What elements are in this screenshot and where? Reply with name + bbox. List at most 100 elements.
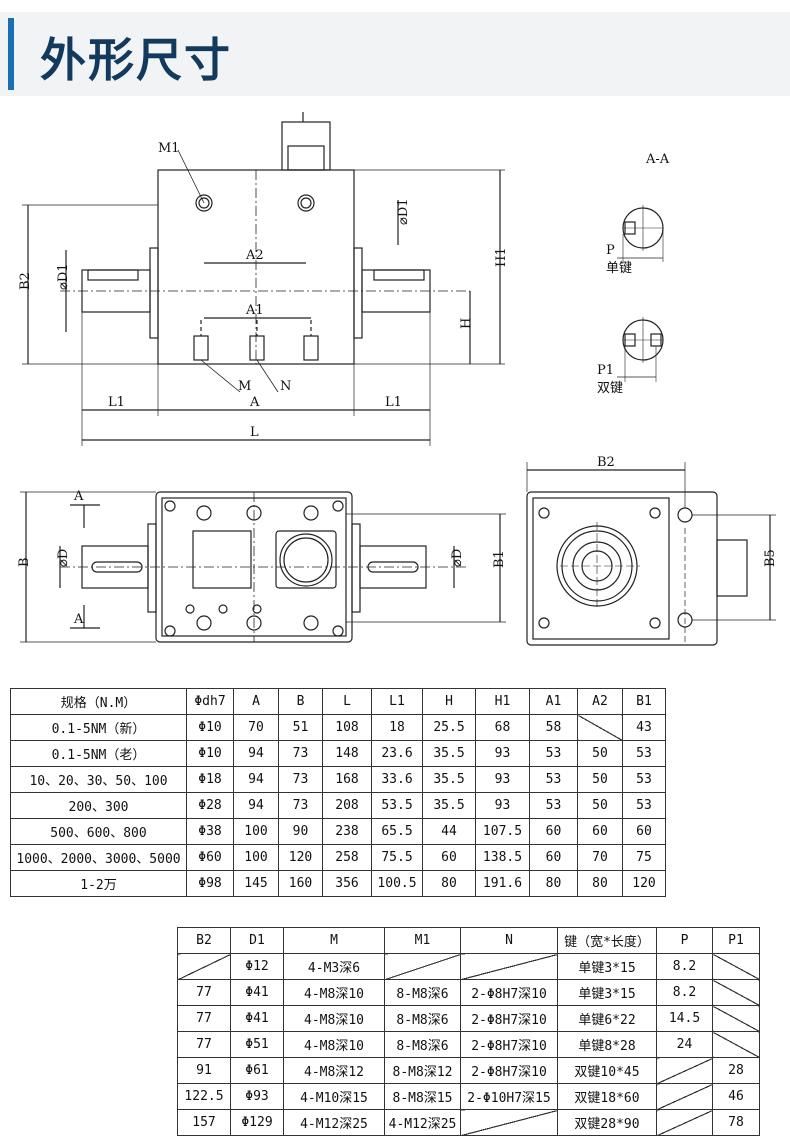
table-cell: Φ93 bbox=[230, 1083, 284, 1110]
table-cell: 4-M12深25 bbox=[283, 1109, 385, 1136]
table-cell: Φ41 bbox=[230, 979, 284, 1006]
table-cell bbox=[656, 1057, 713, 1084]
table-cell: 35.5 bbox=[422, 740, 476, 767]
label-a1: A1 bbox=[245, 303, 264, 318]
table-cell: 35.5 bbox=[422, 792, 476, 819]
table-cell: 1-2万 bbox=[10, 870, 187, 897]
table-cell: Φ38 bbox=[186, 818, 234, 845]
table-cell: Φ28 bbox=[186, 792, 234, 819]
label-b5: B5 bbox=[763, 549, 778, 567]
table-cell: 单键3*15 bbox=[557, 953, 657, 980]
table-cell: 4-M8深12 bbox=[283, 1057, 385, 1084]
table-cell: Φ98 bbox=[186, 870, 234, 897]
label-a2: A2 bbox=[245, 248, 264, 263]
table-cell: 93 bbox=[475, 792, 530, 819]
front-view bbox=[22, 112, 505, 446]
table-cell: 8-M8深6 bbox=[384, 979, 461, 1006]
accent-bar bbox=[8, 18, 14, 90]
table1-header-cell: A2 bbox=[577, 688, 623, 715]
table1-header-cell: A1 bbox=[529, 688, 578, 715]
table-cell: 53 bbox=[622, 740, 666, 767]
table-cell: 2-Φ8H7深10 bbox=[460, 1031, 558, 1058]
table1-header-cell: 规格（N.M） bbox=[10, 688, 187, 715]
table-cell: Φ41 bbox=[230, 1005, 284, 1032]
table-cell bbox=[656, 1109, 713, 1136]
table-cell bbox=[577, 714, 623, 741]
table-cell: 77 bbox=[177, 1005, 231, 1032]
table-cell: 4-M10深15 bbox=[283, 1083, 385, 1110]
table-cell: 8-M8深15 bbox=[384, 1083, 461, 1110]
label-d1-left: ⌀D1 bbox=[56, 263, 71, 290]
table1-header-cell: H1 bbox=[475, 688, 530, 715]
table-cell: 77 bbox=[177, 1031, 231, 1058]
table-cell: 120 bbox=[622, 870, 666, 897]
table-cell bbox=[712, 979, 760, 1006]
table-cell: 70 bbox=[233, 714, 279, 741]
table-cell: 80 bbox=[422, 870, 476, 897]
dimension-drawing: M1 A2 A1 M N A L L1 L1 B2 ⌀D1 ⌀D1 H1 H A… bbox=[17, 112, 778, 646]
table-cell: 53 bbox=[529, 792, 578, 819]
table-cell bbox=[712, 1005, 760, 1032]
table-cell: Φ10 bbox=[186, 714, 234, 741]
table-cell: 53 bbox=[529, 740, 578, 767]
table-cell: 145 bbox=[233, 870, 279, 897]
table-cell: 8.2 bbox=[656, 979, 713, 1006]
table-cell: 4-M12深25 bbox=[384, 1109, 461, 1136]
table2-header-cell: P1 bbox=[712, 927, 760, 954]
table-cell: 0.1-5NM（新） bbox=[10, 714, 187, 741]
label-a: A bbox=[249, 395, 260, 410]
table1-header-cell: L bbox=[322, 688, 372, 715]
table-cell: 75 bbox=[622, 844, 666, 871]
table-cell: 18 bbox=[371, 714, 423, 741]
table-cell: 60 bbox=[577, 818, 623, 845]
table-cell: 356 bbox=[322, 870, 372, 897]
table-cell: 168 bbox=[322, 766, 372, 793]
table-cell: 33.6 bbox=[371, 766, 423, 793]
table-cell: 93 bbox=[475, 766, 530, 793]
label-n: N bbox=[280, 379, 291, 394]
label-b: B bbox=[17, 557, 32, 567]
table-cell bbox=[712, 953, 760, 980]
table-cell: 94 bbox=[233, 792, 279, 819]
table1-header-cell: A bbox=[233, 688, 279, 715]
table-cell: 77 bbox=[177, 979, 231, 1006]
table-cell: Φ18 bbox=[186, 766, 234, 793]
table-cell: 160 bbox=[278, 870, 323, 897]
table2-header-cell: M bbox=[283, 927, 385, 954]
table-cell: 258 bbox=[322, 844, 372, 871]
table-cell: 122.5 bbox=[177, 1083, 231, 1110]
table-cell: 50 bbox=[577, 740, 623, 767]
table-cell: 2-Φ8H7深10 bbox=[460, 1057, 558, 1084]
table1-header-cell: L1 bbox=[371, 688, 423, 715]
table-cell: 8-M8深6 bbox=[384, 1031, 461, 1058]
table-cell: 60 bbox=[622, 818, 666, 845]
table-cell: 80 bbox=[577, 870, 623, 897]
table-cell: 53.5 bbox=[371, 792, 423, 819]
table-cell: 100 bbox=[233, 818, 279, 845]
table-cell: 2-Φ8H7深10 bbox=[460, 979, 558, 1006]
table-cell: 191.6 bbox=[475, 870, 530, 897]
table-cell bbox=[656, 1083, 713, 1110]
table-cell: 双键28*90 bbox=[557, 1109, 657, 1136]
table-cell: Φ61 bbox=[230, 1057, 284, 1084]
table-cell bbox=[712, 1031, 760, 1058]
table-cell: 90 bbox=[278, 818, 323, 845]
table-cell: 107.5 bbox=[475, 818, 530, 845]
label-section: A-A bbox=[645, 152, 670, 167]
label-h: H bbox=[459, 318, 474, 329]
table-cell: 108 bbox=[322, 714, 372, 741]
table-cell: 46 bbox=[712, 1083, 760, 1110]
table-cell: 70 bbox=[577, 844, 623, 871]
section-title: 外形尺寸 bbox=[40, 33, 232, 87]
table-cell: 4-M8深10 bbox=[283, 979, 385, 1006]
table-cell: 35.5 bbox=[422, 766, 476, 793]
